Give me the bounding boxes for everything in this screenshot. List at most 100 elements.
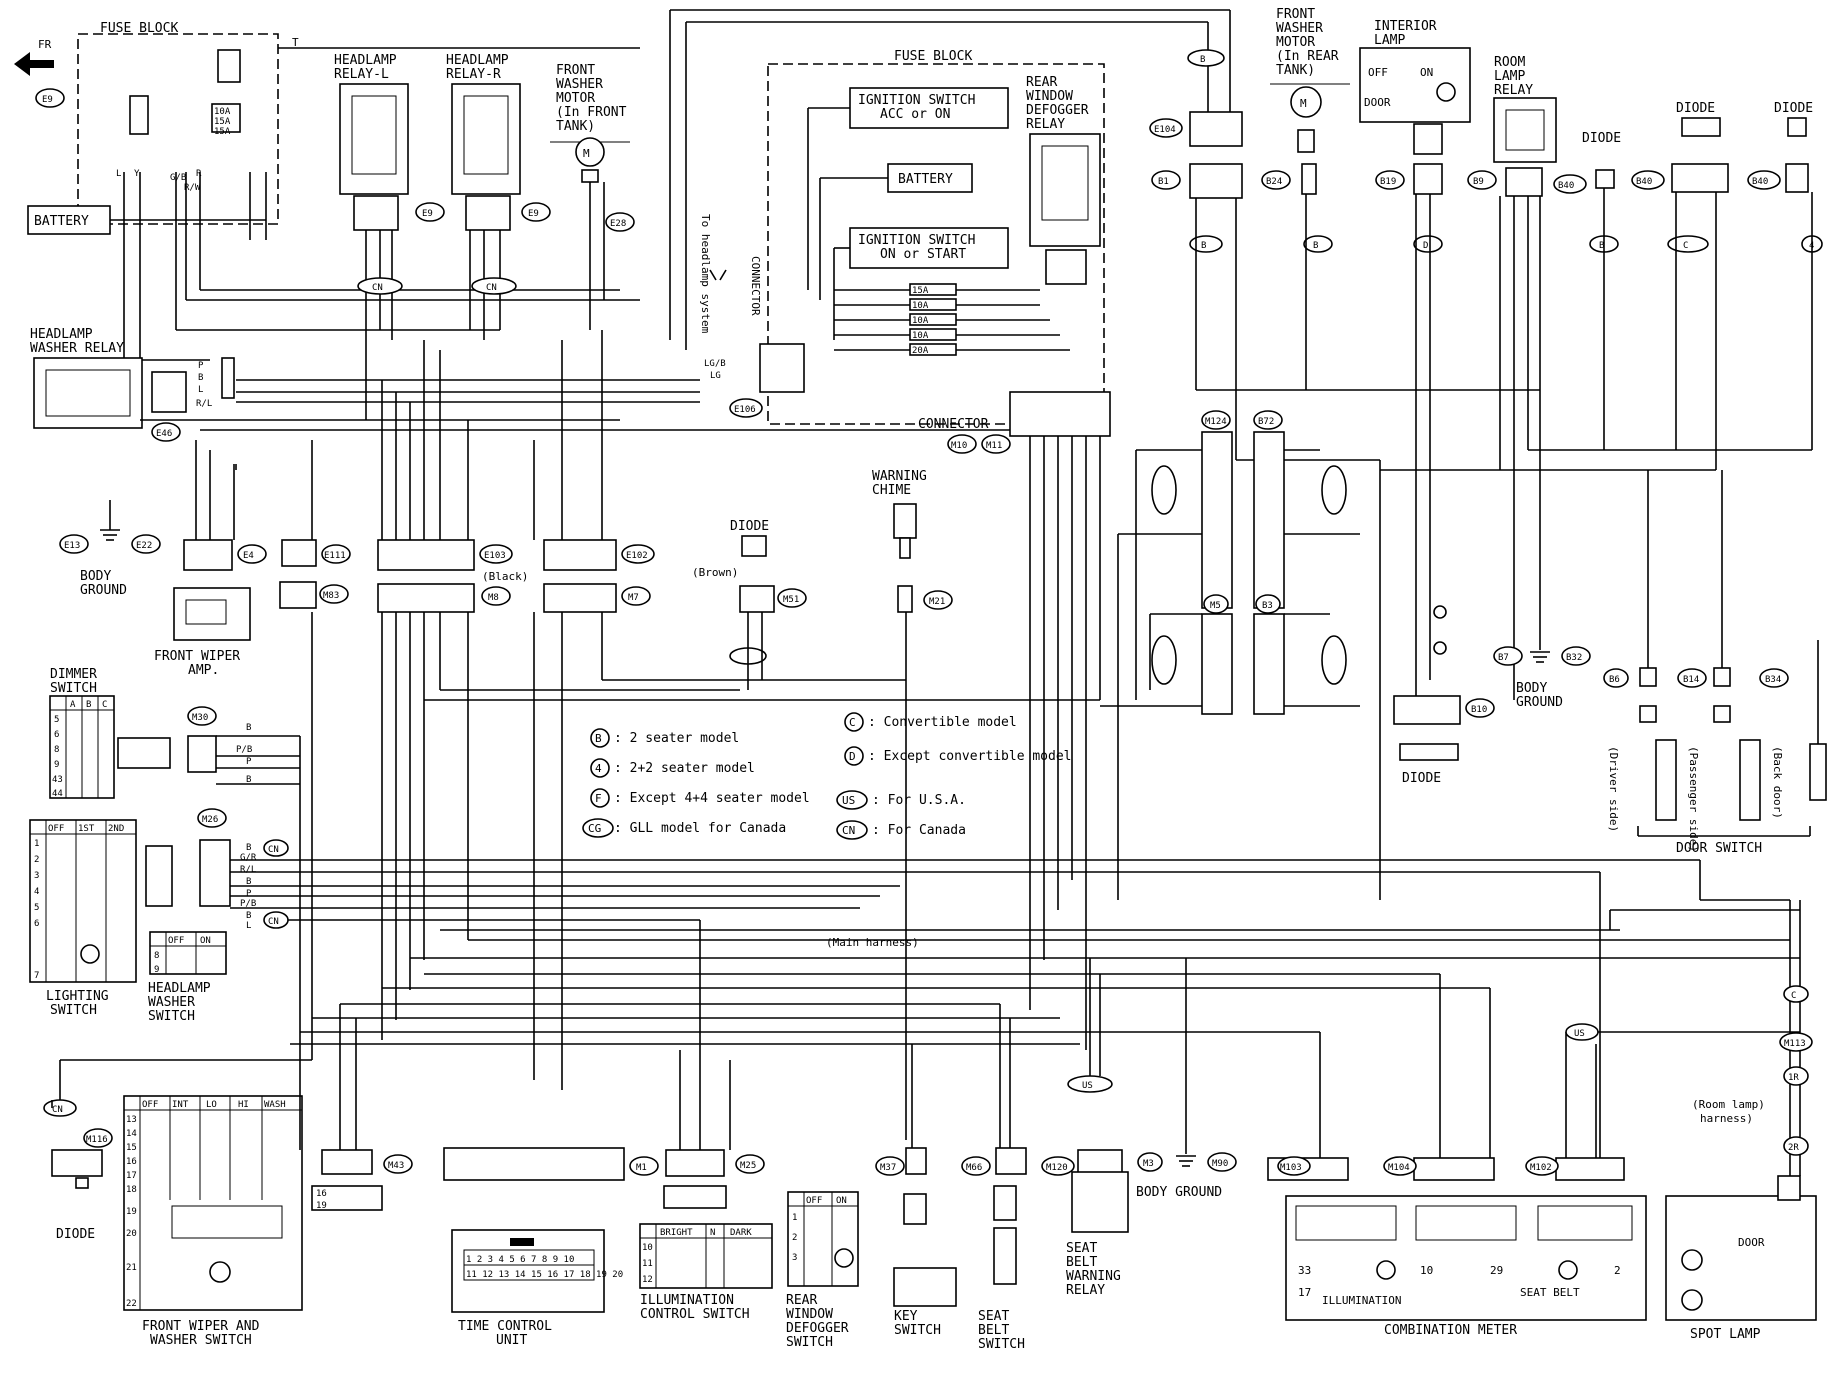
svg-text:L: L	[198, 385, 203, 395]
wires-mid	[140, 330, 1100, 1090]
svg-text:SWITCH: SWITCH	[894, 1323, 941, 1338]
svg-text:E4: E4	[243, 551, 254, 561]
svg-text:DIODE: DIODE	[1676, 101, 1715, 116]
svg-text:B: B	[246, 843, 251, 853]
svg-text:6: 6	[34, 919, 39, 929]
svg-text:B: B	[246, 775, 251, 785]
svg-text:P: P	[246, 757, 252, 767]
svg-text:L: L	[246, 921, 251, 931]
svg-text:FRONT WIPER AND: FRONT WIPER AND	[142, 1319, 260, 1334]
svg-text:IGNITION SWITCH: IGNITION SWITCH	[858, 93, 975, 108]
svg-text:33: 33	[1298, 1264, 1311, 1277]
svg-text:SPOT LAMP: SPOT LAMP	[1690, 1327, 1761, 1342]
svg-text:G/R: G/R	[240, 853, 257, 863]
front-arrow: FR E9	[14, 38, 65, 108]
svg-text:1R: 1R	[1788, 1073, 1799, 1083]
svg-text:DARK: DARK	[730, 1228, 752, 1238]
svg-text:A: A	[70, 700, 76, 710]
svg-text:INTERIOR: INTERIOR	[1374, 19, 1437, 34]
rear-window-defogger-switch: OFF ON 1 2 3 REAR WINDOW DEFOGGER SWITCH	[786, 1191, 859, 1350]
svg-text:INT: INT	[172, 1100, 189, 1110]
svg-text:E46: E46	[156, 429, 172, 439]
fr-label: FR	[38, 38, 52, 51]
svg-text:OFF: OFF	[48, 824, 64, 834]
svg-text:16: 16	[316, 1189, 327, 1199]
svg-text:D: D	[1423, 241, 1428, 251]
seat-belt-switch: M66 SEAT BELT SWITCH	[961, 1147, 1027, 1352]
svg-text:M102: M102	[1530, 1163, 1552, 1173]
svg-text:B: B	[1313, 241, 1318, 251]
body-ground-bottom: M3 M90 BODY GROUND	[1136, 958, 1237, 1200]
svg-text:CONNECTOR: CONNECTOR	[918, 417, 989, 432]
svg-text:DIODE: DIODE	[56, 1227, 95, 1242]
door-switch-label: DOOR SWITCH	[1676, 841, 1762, 856]
svg-text:2R: 2R	[1788, 1143, 1799, 1153]
svg-text:TANK): TANK)	[556, 119, 595, 134]
svg-text:T: T	[292, 36, 299, 49]
svg-text:B: B	[246, 911, 251, 921]
diode-b40-c: DIODE B40 4	[1747, 101, 1823, 253]
svg-text:M21: M21	[929, 597, 945, 607]
svg-text:M90: M90	[1212, 1159, 1228, 1169]
connector-b72: B72 B3	[1253, 410, 1285, 715]
svg-text:BODY: BODY	[80, 569, 111, 584]
svg-text:3: 3	[34, 871, 39, 881]
svg-text:M113: M113	[1784, 1039, 1806, 1049]
dimmer-switch: DIMMER SWITCH A B C 5 6 8 9 43 44 M30 B …	[49, 667, 300, 799]
battery-left: BATTERY	[27, 205, 111, 235]
svg-text:B40: B40	[1752, 177, 1768, 187]
svg-text:44: 44	[52, 789, 63, 799]
svg-text:WINDOW: WINDOW	[1026, 89, 1073, 104]
svg-text:CN: CN	[52, 1105, 63, 1115]
svg-text:TIME CONTROL: TIME CONTROL	[458, 1319, 552, 1334]
svg-text:B14: B14	[1683, 675, 1699, 685]
lighting-switch: OFF 1ST 2ND 1 2 3 4 5 6 7 LIGHTING SWITC…	[29, 819, 137, 1018]
connector-e102: E102 M7	[543, 539, 655, 613]
svg-text:CHIME: CHIME	[872, 483, 911, 498]
battery-left-label: BATTERY	[34, 214, 89, 229]
svg-text:DEFOGGER: DEFOGGER	[1026, 103, 1089, 118]
svg-text:2: 2	[792, 1233, 797, 1243]
interior-lamp: INTERIOR LAMP OFF ON DOOR B19 D	[1359, 19, 1471, 253]
svg-text:(Brown): (Brown)	[692, 566, 738, 579]
svg-text:E9: E9	[42, 95, 53, 105]
svg-text:ON: ON	[836, 1196, 847, 1206]
svg-text:: Except convertible model: : Except convertible model	[868, 749, 1072, 764]
svg-text:R/L: R/L	[240, 865, 256, 875]
svg-text:B: B	[1599, 241, 1604, 251]
connector-e106: To headlamp system CONNECTOR LG/B LG E10…	[699, 214, 805, 418]
svg-text:SWITCH: SWITCH	[978, 1337, 1025, 1352]
svg-text:: 2 seater model: : 2 seater model	[614, 731, 739, 746]
svg-text:MOTOR: MOTOR	[556, 91, 595, 106]
svg-text:LG: LG	[710, 371, 721, 381]
svg-text:To headlamp system: To headlamp system	[699, 214, 712, 334]
svg-text:AMP.: AMP.	[188, 663, 219, 678]
body-ground-left: E13 E22 BODY GROUND	[59, 500, 161, 598]
room-lamp-harness-2: harness)	[1700, 1112, 1753, 1125]
svg-text:15: 15	[126, 1143, 137, 1153]
svg-text:18: 18	[126, 1185, 137, 1195]
svg-text:WARNING: WARNING	[872, 469, 927, 484]
svg-text:: Convertible model: : Convertible model	[868, 715, 1017, 730]
svg-text:ILLUMINATION: ILLUMINATION	[640, 1293, 734, 1308]
svg-text:1: 1	[792, 1213, 797, 1223]
svg-text:R/L: R/L	[196, 399, 212, 409]
headlamp-relay-r: HEADLAMP RELAY-R E9	[446, 53, 551, 231]
svg-text:M43: M43	[388, 1161, 404, 1171]
key-switch: M37 KEY SWITCH	[875, 1147, 957, 1338]
svg-text:8: 8	[54, 745, 59, 755]
svg-text:: GLL model for Canada: : GLL model for Canada	[614, 821, 786, 836]
svg-text:OFF: OFF	[142, 1100, 158, 1110]
svg-text:SEAT: SEAT	[1066, 1241, 1097, 1256]
svg-text:SWITCH: SWITCH	[786, 1335, 833, 1350]
svg-text:LO: LO	[206, 1100, 217, 1110]
svg-text:BODY: BODY	[1516, 681, 1547, 696]
fuse-left-3: 15A	[214, 127, 231, 137]
svg-text:10: 10	[642, 1243, 653, 1253]
svg-text:ROOM: ROOM	[1494, 55, 1525, 70]
svg-text:: 2+2 seater model: : 2+2 seater model	[614, 761, 755, 776]
svg-text:4: 4	[595, 762, 602, 775]
svg-text:MOTOR: MOTOR	[1276, 35, 1315, 50]
svg-text:Y: Y	[134, 169, 140, 179]
svg-text:HEADLAMP: HEADLAMP	[446, 53, 509, 68]
